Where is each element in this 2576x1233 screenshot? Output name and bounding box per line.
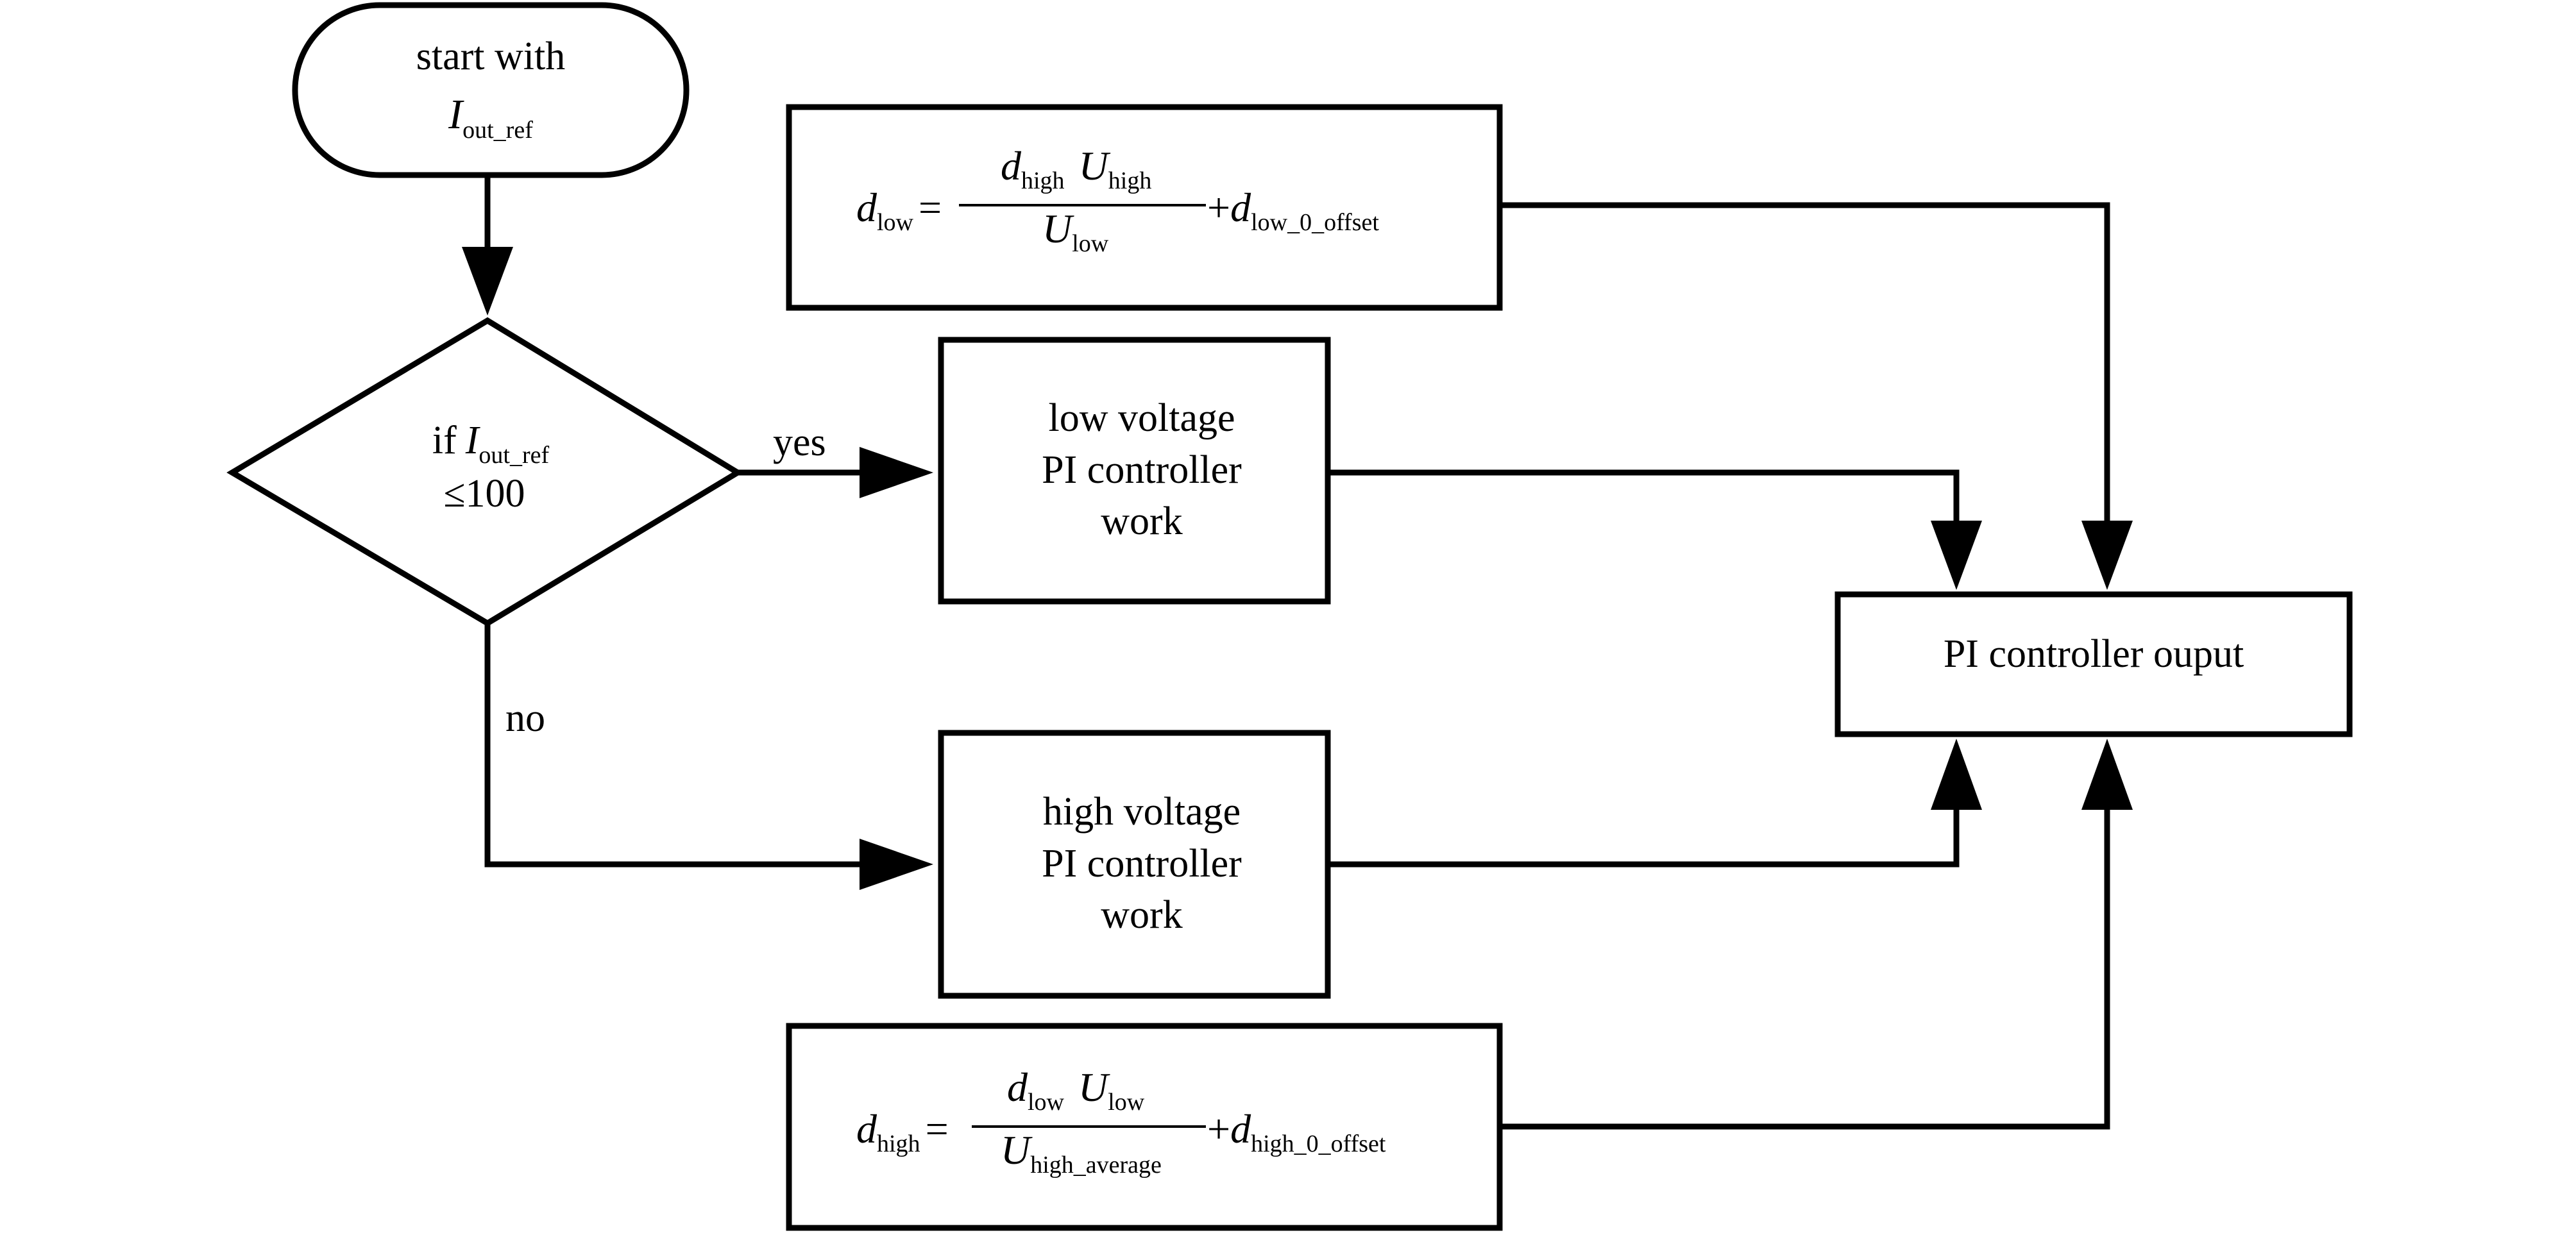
formula-high-denominator: Uhigh_average xyxy=(1001,1127,1162,1178)
connector-low-pi-output xyxy=(1328,469,1960,523)
arrowhead-yes xyxy=(860,447,933,498)
connector-formula-low-output xyxy=(1500,202,2110,523)
low-pi-line2: PI controller xyxy=(1042,448,1242,492)
arrowhead-low-pi-output xyxy=(1931,521,1982,590)
start-terminator xyxy=(292,2,690,178)
connector-high-pi-output xyxy=(1328,808,1960,868)
high-pi-box xyxy=(938,730,1331,999)
output-box xyxy=(1835,591,2353,737)
arrowhead-formula-high-output xyxy=(2081,739,2133,810)
formula-low-offset: +dlow_0_offset xyxy=(1207,185,1379,236)
formula-high-lhs: dhigh= xyxy=(856,1106,949,1157)
decision-condition-line2: ≤100 xyxy=(443,472,525,516)
arrowhead-start-decision xyxy=(462,247,513,315)
formula-high-offset: +dhigh_0_offset xyxy=(1207,1106,1386,1157)
start-var: Iout_ref xyxy=(448,91,533,144)
low-pi-box xyxy=(938,337,1331,605)
arrowhead-high-pi-output xyxy=(1931,739,1982,810)
high-pi-line3: work xyxy=(1101,893,1182,937)
no-label: no xyxy=(505,696,545,740)
arrowhead-no xyxy=(860,839,933,890)
low-pi-line1: low voltage xyxy=(1049,396,1235,440)
yes-label: yes xyxy=(773,421,826,464)
high-pi-line2: PI controller xyxy=(1042,842,1242,885)
formula-low-denominator: Ulow xyxy=(1042,206,1109,257)
formula-low-lhs: dlow= xyxy=(856,185,942,236)
arrowhead-formula-low-output xyxy=(2081,521,2133,590)
output-label: PI controller ouput xyxy=(1944,632,2244,676)
formula-low-box xyxy=(786,104,1503,311)
low-pi-line3: work xyxy=(1101,499,1182,543)
start-line1: start with xyxy=(416,35,565,78)
connector-no xyxy=(484,623,863,868)
high-pi-line1: high voltage xyxy=(1043,790,1241,834)
connector-formula-high-output xyxy=(1500,808,2110,1130)
